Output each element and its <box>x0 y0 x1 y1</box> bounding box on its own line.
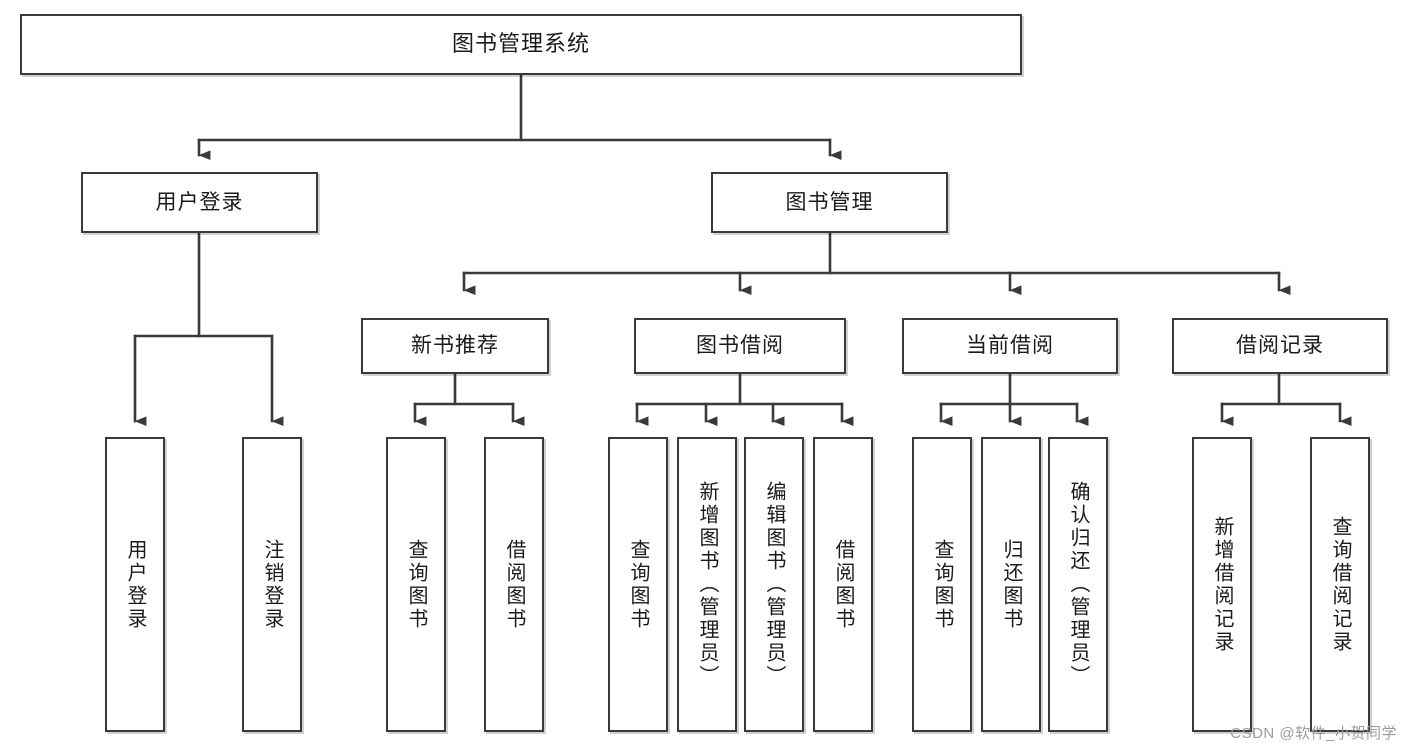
watermark: CSDN @软件_小贺同学 <box>1230 725 1397 742</box>
node-book-borrow-label: 图书借阅 <box>696 334 784 358</box>
leaf-user-logout-label: 注销登录 <box>261 538 283 631</box>
node-book-management[interactable]: 图书管理 <box>711 172 948 233</box>
leaf-borrow-borrow-book-label: 借阅图书 <box>832 538 854 631</box>
leaf-borrow-add-book[interactable]: 新增图书（管理员） <box>677 437 737 732</box>
node-book-management-label: 图书管理 <box>785 190 874 214</box>
leaf-user-login-label: 用户登录 <box>124 538 146 631</box>
leaf-current-query-book[interactable]: 查询图书 <box>912 437 972 732</box>
leaf-newbook-borrow-book-label: 借阅图书 <box>503 538 525 631</box>
node-new-book-recommend[interactable]: 新书推荐 <box>361 318 549 374</box>
node-current-borrow[interactable]: 当前借阅 <box>902 318 1118 374</box>
leaf-newbook-query-book[interactable]: 查询图书 <box>386 437 446 732</box>
leaf-borrow-query-book[interactable]: 查询图书 <box>608 437 668 732</box>
node-borrow-record-label: 借阅记录 <box>1236 334 1324 358</box>
leaf-record-add[interactable]: 新增借阅记录 <box>1192 437 1252 732</box>
node-current-borrow-label: 当前借阅 <box>966 334 1054 358</box>
leaf-user-login[interactable]: 用户登录 <box>105 437 165 732</box>
node-root[interactable]: 图书管理系统 <box>20 14 1022 75</box>
leaf-borrow-query-book-label: 查询图书 <box>627 538 649 631</box>
node-user-login[interactable]: 用户登录 <box>81 172 318 233</box>
leaf-newbook-borrow-book[interactable]: 借阅图书 <box>484 437 544 732</box>
leaf-record-query[interactable]: 查询借阅记录 <box>1310 437 1370 732</box>
node-book-borrow[interactable]: 图书借阅 <box>634 318 846 374</box>
leaf-current-confirm-return[interactable]: 确认归还（管理员） <box>1048 437 1108 732</box>
node-borrow-record[interactable]: 借阅记录 <box>1172 318 1388 374</box>
leaf-borrow-edit-book-label: 编辑图书（管理员） <box>763 481 785 688</box>
leaf-current-return-book-label: 归还图书 <box>1000 538 1022 631</box>
leaf-current-confirm-return-label: 确认归还（管理员） <box>1067 481 1089 688</box>
leaf-borrow-borrow-book[interactable]: 借阅图书 <box>813 437 873 732</box>
leaf-record-add-label: 新增借阅记录 <box>1211 515 1233 654</box>
leaf-borrow-edit-book[interactable]: 编辑图书（管理员） <box>744 437 804 732</box>
leaf-current-return-book[interactable]: 归还图书 <box>981 437 1041 732</box>
leaf-newbook-query-book-label: 查询图书 <box>405 538 427 631</box>
node-root-label: 图书管理系统 <box>451 31 590 57</box>
node-new-book-recommend-label: 新书推荐 <box>411 334 499 358</box>
leaf-borrow-add-book-label: 新增图书（管理员） <box>696 481 718 688</box>
leaf-user-logout[interactable]: 注销登录 <box>242 437 302 732</box>
leaf-record-query-label: 查询借阅记录 <box>1329 515 1351 654</box>
leaf-current-query-book-label: 查询图书 <box>931 538 953 631</box>
node-user-login-label: 用户登录 <box>155 190 244 214</box>
